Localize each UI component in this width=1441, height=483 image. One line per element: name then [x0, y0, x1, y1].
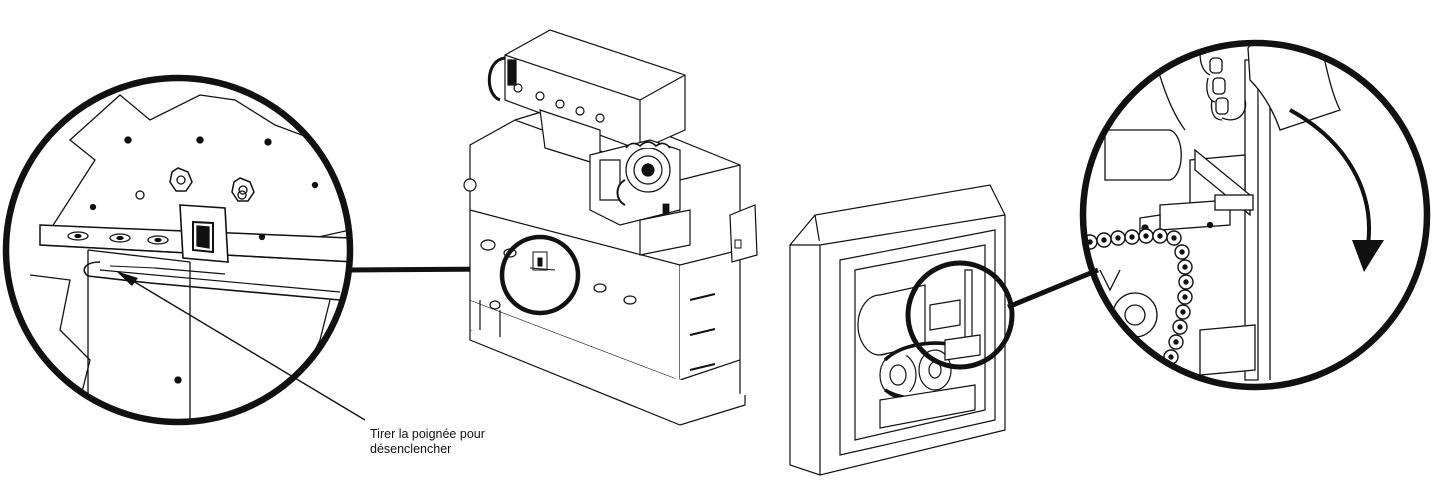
- connector-right: [1007, 267, 1099, 310]
- locator-handle: [529, 251, 556, 271]
- pull-arrow: [116, 271, 366, 421]
- handle-locator-circle: [499, 234, 581, 316]
- release-locator-circle: [905, 260, 1015, 370]
- enclosure-unit: [789, 184, 1006, 476]
- pull-handle-callout: Tirer la poignée pour désenclencher: [370, 427, 485, 457]
- callout-line-2: désenclencher: [370, 442, 452, 456]
- rotation-arrow-icon: [1289, 108, 1384, 272]
- operator-unit: [463, 29, 758, 426]
- hand-release-detail-circle: [1079, 39, 1431, 391]
- callout-line-1: Tirer la poignée pour: [370, 427, 485, 441]
- handle-detail-circle: [2, 74, 366, 426]
